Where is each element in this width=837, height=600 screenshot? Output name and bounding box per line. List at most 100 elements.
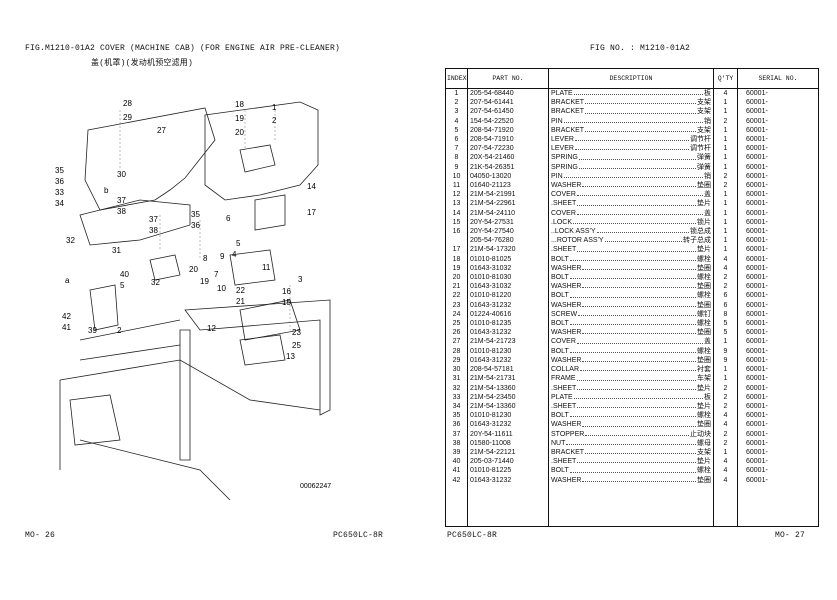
description-cn: 盖 bbox=[704, 191, 711, 199]
row-index: 31 bbox=[445, 374, 468, 384]
dot-leader bbox=[596, 227, 689, 234]
description-cn: 车架 bbox=[697, 375, 711, 383]
callout-label: b bbox=[104, 186, 109, 195]
row-part-no: 01643-31232 bbox=[467, 420, 549, 430]
row-serial: 60001- bbox=[737, 98, 819, 108]
frame-31 bbox=[79, 199, 191, 246]
description-en: BOLT bbox=[551, 320, 569, 328]
callout-label: 2 bbox=[272, 116, 277, 125]
footer-page-right: MO- 27 bbox=[775, 531, 806, 540]
description-cn: 销 bbox=[704, 117, 711, 125]
description-cn: 螺栓 bbox=[697, 320, 711, 328]
row-index: 28 bbox=[445, 346, 468, 356]
row-serial: 60001- bbox=[737, 144, 819, 154]
description-en: BOLT bbox=[551, 292, 569, 300]
row-qty: 1 bbox=[713, 190, 738, 200]
dot-leader bbox=[582, 282, 696, 289]
callout-label: 13 bbox=[286, 352, 295, 361]
row-qty: 1 bbox=[713, 153, 738, 163]
row-index: 42 bbox=[445, 475, 468, 485]
callout-label: 20 bbox=[189, 265, 198, 274]
description-cn: 垫片 bbox=[697, 200, 711, 208]
dot-leader bbox=[577, 245, 696, 252]
description-en: .SHEET bbox=[551, 384, 577, 392]
description-cn: 板 bbox=[704, 90, 711, 97]
row-qty: 1 bbox=[713, 125, 738, 136]
row-serial: 60001- bbox=[737, 116, 819, 126]
description-cn: 垫圈 bbox=[697, 283, 711, 291]
description-cn: 盖 bbox=[704, 209, 711, 217]
row-serial: 60001- bbox=[737, 181, 819, 191]
callout-label: 32 bbox=[66, 236, 75, 245]
callout-label: 28 bbox=[123, 99, 132, 108]
description-en: COVER bbox=[551, 338, 576, 346]
row-serial: 60001- bbox=[737, 273, 819, 283]
row-index: 29 bbox=[445, 355, 468, 366]
row-part-no: 01580-11008 bbox=[467, 438, 549, 448]
description-cn: 止动块 bbox=[690, 430, 711, 438]
row-part-no: 01643-31232 bbox=[467, 300, 549, 310]
row-qty: 9 bbox=[713, 346, 738, 356]
callout-label: 19 bbox=[200, 277, 209, 286]
row-qty: 2 bbox=[713, 429, 738, 439]
row-part-no: 21M-54-22961 bbox=[467, 199, 549, 209]
row-index: 26 bbox=[445, 328, 468, 338]
row-part-no: 01010-81030 bbox=[467, 273, 549, 283]
row-index: 36 bbox=[445, 420, 468, 430]
dot-leader bbox=[569, 291, 696, 298]
row-index: 25 bbox=[445, 319, 468, 329]
dot-leader bbox=[585, 430, 689, 436]
filler-cell bbox=[467, 484, 549, 527]
description-cn: 螺母 bbox=[697, 439, 711, 447]
row-index: 39 bbox=[445, 447, 468, 458]
description-en: LEVER bbox=[551, 145, 574, 153]
description-en: BOLT bbox=[551, 347, 569, 355]
row-qty: 2 bbox=[713, 383, 738, 393]
row-qty: 2 bbox=[713, 401, 738, 412]
dot-leader bbox=[576, 190, 703, 197]
row-qty: 4 bbox=[713, 411, 738, 421]
row-part-no: 01643-31232 bbox=[467, 328, 549, 338]
description-cn: 弹簧 bbox=[697, 163, 711, 171]
description-en: WASHER bbox=[551, 356, 582, 364]
callout-label: 31 bbox=[112, 246, 121, 255]
dot-leader bbox=[574, 135, 689, 142]
description-cn: 垫圈 bbox=[697, 421, 711, 429]
row-serial: 60001- bbox=[737, 346, 819, 356]
callout-label: 3 bbox=[298, 275, 303, 284]
row-qty: 1 bbox=[713, 135, 738, 145]
description-en: COVER bbox=[551, 191, 576, 199]
description-cn: 螺栓 bbox=[697, 292, 711, 300]
callout-label: 6 bbox=[226, 214, 231, 223]
callout-label: 10 bbox=[217, 284, 226, 293]
dot-leader bbox=[582, 264, 696, 271]
row-part-no: 207-54-61441 bbox=[467, 98, 549, 108]
description-cn: 螺栓 bbox=[697, 412, 711, 420]
description-cn: 转子总成 bbox=[683, 237, 711, 245]
